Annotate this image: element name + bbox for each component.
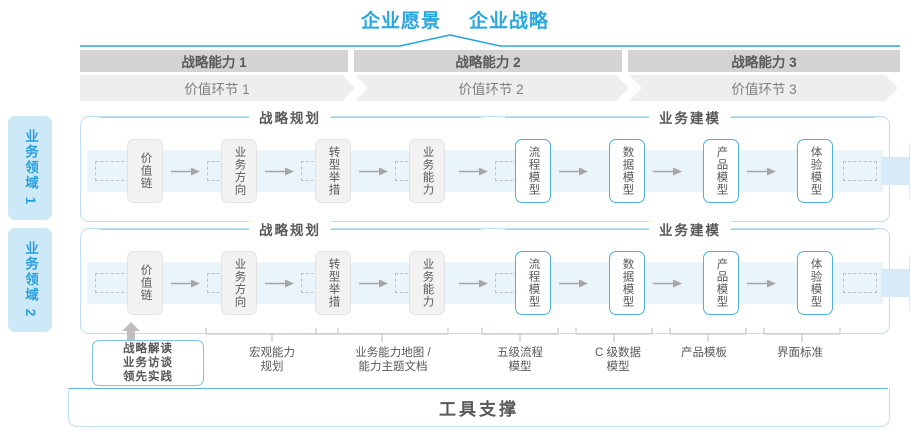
node-data-model-r1[interactable]: 数据模型	[609, 139, 645, 203]
node-transformation-r2[interactable]: 转型举措	[315, 251, 351, 315]
node-product-model-r1[interactable]: 产品模型	[703, 139, 739, 203]
flow-arrow-r1-3	[359, 167, 388, 176]
row-1-flow-arrowhead	[881, 143, 910, 199]
value-stage-3: 价值环节 3	[628, 75, 900, 101]
node-value-chain-r1[interactable]: 价值链	[127, 139, 163, 203]
tool-label-c-level-data: C 级数据模型	[595, 347, 641, 373]
row-2-flow-arrowhead	[881, 255, 910, 311]
node-data-model-r2[interactable]: 数据模型	[609, 251, 645, 315]
capability-bar-3: 战略能力 3	[628, 50, 900, 72]
value-stage-2: 价值环节 2	[354, 75, 628, 101]
node-value-chain-r2[interactable]: 价值链	[127, 251, 163, 315]
placeholder-dash-r1-f	[843, 161, 877, 181]
section-rule-left	[99, 116, 249, 118]
tool-bracket-connectors	[205, 328, 841, 342]
node-business-direction-r1[interactable]: 业务方向	[221, 139, 257, 203]
value-stage-1-label: 价值环节 1	[184, 82, 250, 97]
chevron-notch-icon-2	[616, 75, 642, 101]
flow-arrow-r1-7	[747, 167, 776, 176]
tool-label-capability-map: 业务能力地图 /能力主题文档	[355, 347, 431, 373]
node-product-model-r2[interactable]: 产品模型	[703, 251, 739, 315]
value-stage-3-label: 价值环节 3	[731, 82, 797, 97]
tool-box-strategy-interpretation[interactable]: 战略解读业务访谈领先实践	[92, 340, 204, 386]
node-process-model-r1[interactable]: 流程模型	[515, 139, 551, 203]
flow-arrow-r2-4	[459, 279, 488, 288]
flow-arrow-r2-6	[653, 279, 682, 288]
flow-arrow-r2-7	[747, 279, 776, 288]
domain-label-1: 业务领域 1	[8, 116, 52, 220]
top-titles: 企业愿景 企业战略	[0, 6, 910, 32]
flow-arrow-r2-3	[359, 279, 388, 288]
chevron-notch-icon-3	[885, 75, 900, 101]
tool-label-product-template: 产品模板	[681, 347, 727, 359]
capability-bar-1: 战略能力 1	[80, 50, 348, 72]
section-rule-right	[331, 116, 481, 118]
section-header-modeling-2: 业务建模	[505, 219, 875, 239]
section-label-strategy-2: 战略规划	[249, 219, 331, 239]
title-connector-line	[80, 34, 900, 47]
value-stage-bars: 价值环节 1 价值环节 2 价值环节 3	[80, 75, 900, 101]
flow-arrow-r2-1	[171, 279, 200, 288]
section-label-strategy-1: 战略规划	[249, 107, 331, 127]
section-rule-left	[505, 116, 649, 118]
node-transformation-r1[interactable]: 转型举措	[315, 139, 351, 203]
flow-arrow-r2-5	[559, 279, 588, 288]
flow-arrow-r1-6	[653, 167, 682, 176]
footer-label: 工具支撑	[439, 399, 519, 419]
section-header-strategy-2: 战略规划	[99, 219, 481, 239]
placeholder-dash-r2-f	[843, 273, 877, 293]
section-label-modeling-2: 业务建模	[649, 219, 731, 239]
chevron-notch-icon-1	[342, 75, 368, 101]
capability-bar-2: 战略能力 2	[354, 50, 622, 72]
value-chain-up-arrow-icon	[122, 322, 140, 340]
flow-arrow-r1-4	[459, 167, 488, 176]
node-experience-model-r1[interactable]: 体验模型	[797, 139, 833, 203]
domain-row-1: 战略规划 业务建模 价值链 业务方向 转型举措 业务能力 流程模型 数据模型 产…	[80, 107, 910, 222]
domain-row-2: 战略规划 业务建模 价值链 业务方向 转型举措 业务能力 流程模型 数据模型 产…	[80, 219, 910, 334]
tool-label-macro-capability: 宏观能力规划	[249, 347, 295, 373]
footer-top-rule	[68, 388, 888, 389]
section-rule-left	[505, 228, 649, 230]
section-label-modeling-1: 业务建模	[649, 107, 731, 127]
node-business-direction-r2[interactable]: 业务方向	[221, 251, 257, 315]
title-enterprise-vision: 企业愿景	[360, 10, 441, 32]
section-header-strategy-1: 战略规划	[99, 107, 481, 127]
tool-label-five-level-process: 五级流程模型	[497, 347, 543, 373]
title-enterprise-strategy: 企业战略	[469, 10, 550, 32]
domain-label-2: 业务领域 2	[8, 228, 52, 332]
value-stage-2-label: 价值环节 2	[458, 82, 524, 97]
node-experience-model-r2[interactable]: 体验模型	[797, 251, 833, 315]
flow-arrow-r1-5	[559, 167, 588, 176]
section-header-modeling-1: 业务建模	[505, 107, 875, 127]
value-stage-1: 价值环节 1	[80, 75, 354, 101]
section-rule-left	[99, 228, 249, 230]
strategic-capability-bars: 战略能力 1 战略能力 2 战略能力 3	[80, 50, 900, 72]
node-business-capability-r1[interactable]: 业务能力	[409, 139, 445, 203]
section-rule-right	[331, 228, 481, 230]
node-process-model-r2[interactable]: 流程模型	[515, 251, 551, 315]
flow-arrow-r1-1	[171, 167, 200, 176]
node-business-capability-r2[interactable]: 业务能力	[409, 251, 445, 315]
tool-label-ui-standard: 界面标准	[777, 347, 823, 359]
footer-tool-support: 工具支撑	[68, 388, 890, 427]
flow-arrow-r2-2	[265, 279, 294, 288]
section-rule-right	[731, 228, 875, 230]
section-rule-right	[731, 116, 875, 118]
flow-arrow-r1-2	[265, 167, 294, 176]
